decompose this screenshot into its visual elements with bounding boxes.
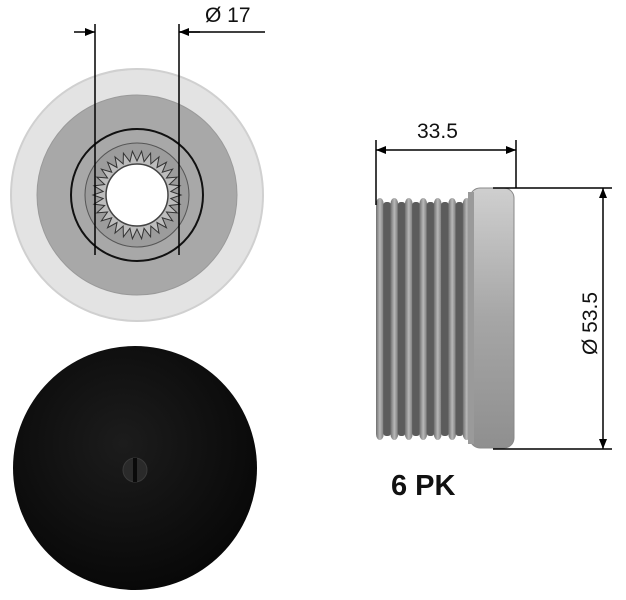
bore-dimension-label: Ø 17 — [205, 4, 251, 27]
pulley-rib — [419, 198, 428, 440]
pulley-side-view — [376, 187, 515, 449]
diameter-dimension-label: Ø 53.5 — [579, 292, 602, 355]
pulley-body — [469, 187, 515, 449]
pulley-rib — [390, 198, 399, 440]
diameter-dimension: Ø 53.5 — [493, 187, 612, 450]
pulley-groove — [383, 202, 391, 436]
width-dimension-label: 33.5 — [417, 120, 458, 143]
bore-dimension: Ø 17 — [74, 4, 265, 255]
cap-view — [13, 346, 257, 590]
pulley-front-view — [10, 68, 264, 322]
pulley-groove — [412, 202, 420, 436]
pulley-groove — [397, 202, 406, 436]
bore-hole — [105, 163, 169, 227]
rib-profile-label: 6 PK — [391, 470, 456, 502]
pulley-groove — [441, 202, 449, 436]
width-dimension: 33.5 — [375, 120, 517, 205]
pulley-rib — [376, 198, 384, 440]
pulley-groove — [426, 202, 435, 436]
pulley-groove — [455, 202, 464, 436]
pulley-ribs — [376, 198, 471, 440]
pulley-rib — [433, 198, 442, 440]
pulley-rib — [448, 198, 457, 440]
inner-disc-groove — [70, 128, 204, 262]
pulley-rib — [404, 198, 413, 440]
